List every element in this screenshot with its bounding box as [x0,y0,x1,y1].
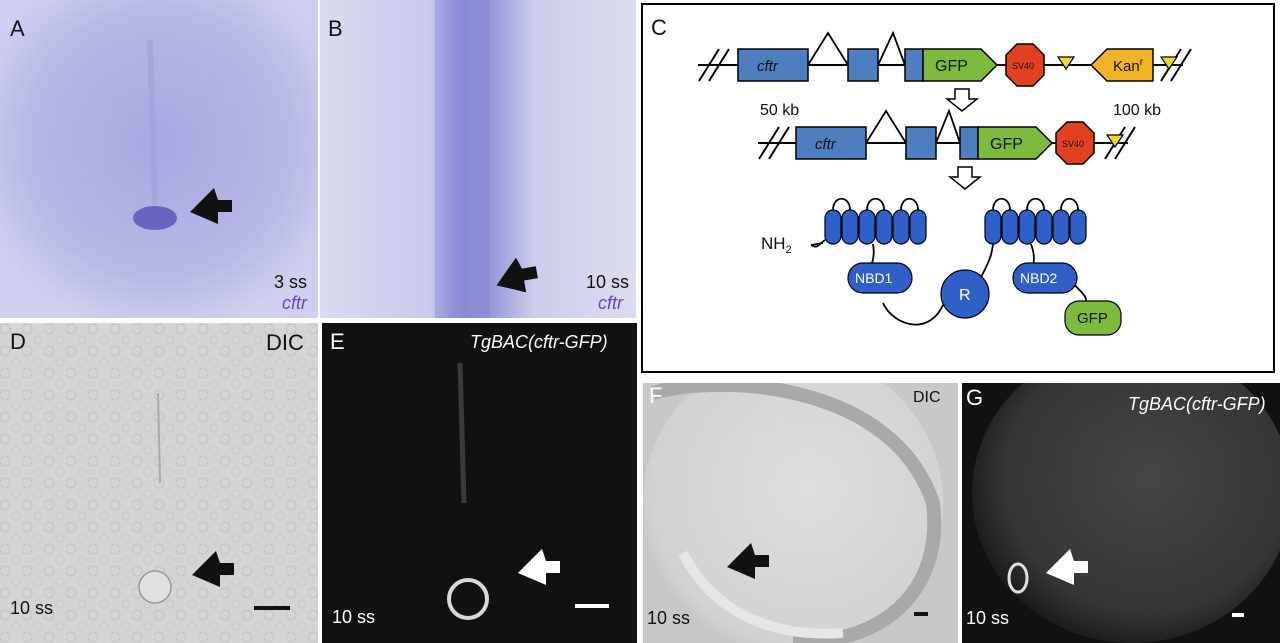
panel-a: A 3 ss cftr [0,0,318,318]
nbd2-label: NBD2 [1020,270,1058,286]
flank-right-label: 100 kb [1113,102,1161,119]
panel-label: C [651,15,667,40]
transmembrane-domain-2 [984,209,1087,245]
stage-label: 10 ss [332,607,376,627]
exon-box [905,126,937,160]
loxp-triangle-icon [1159,56,1179,71]
panel-b: B 10 ss cftr [320,0,636,318]
panel-a-image [0,0,318,318]
sv40-octagon [1005,43,1045,87]
gfp-tag-label: GFP [1077,310,1108,327]
panel-g: G TgBAC(cftr-GFP) 10 ss [962,383,1280,643]
exon-box [737,48,809,82]
bac-construct-2: cftr GFP SV40 [758,108,1136,165]
marker-label: cftr [598,293,623,313]
exon-box [795,126,867,160]
panel-label: G [966,385,984,410]
exon-box [959,126,979,160]
panel-label: D [10,329,26,354]
panel-e: E TgBAC(cftr-GFP) 10 ss [322,323,637,643]
stage-label: 3 ss [274,272,308,292]
stage-label: 10 ss [966,608,1010,628]
cftr-protein: NH2 NBD1 R NBD2 GFP [761,197,1122,336]
panel-g-image [962,383,1280,643]
scale-bar [914,612,928,616]
transgenic-line-label: TgBAC(cftr-GFP) [470,332,608,352]
panel-c: C cftr GFP SV40 Kanr 50 kb 100 kb [641,3,1275,373]
panel-d: D DIC 10 ss [0,323,318,643]
scale-bar [1232,613,1244,617]
arrow-icon [192,551,234,587]
gfp-cassette [977,126,1054,160]
construct-diagram: cftr GFP SV40 Kanr 50 kb 100 kb cftr GFP [698,30,1192,336]
panel-label: F [649,383,663,408]
panel-label: A [10,16,25,41]
panel-f: F DIC 10 ss [643,383,958,643]
stage-label: 10 ss [647,608,691,628]
panel-d-image [0,323,318,643]
panel-label: E [330,329,345,354]
panel-f-image [643,383,958,643]
gfp-label: GFP [935,58,968,75]
arrow-icon [518,549,560,585]
exon-label: cftr [815,136,837,153]
panel-b-image [320,0,636,318]
r-domain [940,269,990,319]
panel-e-image [322,323,637,643]
gfp-label: GFP [990,136,1023,153]
gfp-tag [1064,300,1122,336]
panel-label: B [328,16,343,41]
arrow-icon [727,543,769,579]
down-arrow-icon [944,88,980,112]
flank-left-label: 50 kb [760,102,799,119]
scale-bar [254,606,290,610]
kan-label: Kanr [1113,57,1144,75]
kan-cassette [1089,48,1154,82]
sv40-label: SV40 [1062,139,1084,149]
marker-label: cftr [282,293,307,313]
exon-box [847,48,879,82]
bac-construct-1: cftr GFP SV40 Kanr [698,30,1192,87]
loxp-triangle-icon [1105,134,1125,149]
gfp-cassette [922,48,999,82]
nbd1-label: NBD1 [855,270,893,286]
nterm-label: NH2 [761,234,792,256]
imaging-mode-label: DIC [913,389,941,406]
down-arrow-icon [947,166,983,190]
arrow-icon [496,257,538,293]
sv40-octagon [1055,121,1095,165]
sv40-label: SV40 [1012,61,1034,71]
stage-label: 10 ss [10,598,54,618]
exon-box [904,48,924,82]
imaging-mode-label: DIC [266,330,304,355]
nbd2-domain [1012,262,1078,294]
transmembrane-domain-1 [824,209,927,245]
arrow-icon [190,188,232,224]
loxp-triangle-icon [1056,56,1076,71]
nbd1-domain [847,262,913,294]
r-label: R [959,287,971,304]
transgenic-line-label: TgBAC(cftr-GFP) [1128,394,1266,414]
scale-bar [575,604,609,608]
arrow-icon [1046,549,1088,585]
stage-label: 10 ss [586,272,630,292]
exon-label: cftr [757,58,779,75]
